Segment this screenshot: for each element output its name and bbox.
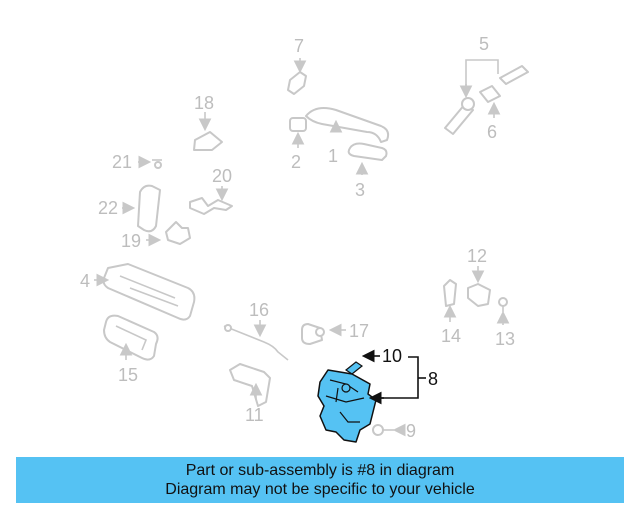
- part-5[interactable]: 5: [444, 34, 529, 135]
- part-15[interactable]: 15: [103, 314, 159, 385]
- part-7[interactable]: 7: [287, 36, 307, 95]
- callout-22: 22: [98, 198, 118, 218]
- callout-14: 14: [441, 326, 461, 346]
- callout-3: 3: [355, 180, 365, 200]
- callout-13: 13: [495, 329, 515, 349]
- callout-5: 5: [479, 34, 489, 54]
- part-20[interactable]: 20: [189, 166, 233, 215]
- part-14[interactable]: 14: [441, 279, 461, 346]
- callout-15: 15: [118, 365, 138, 385]
- part-11[interactable]: 11: [229, 363, 271, 425]
- part-6[interactable]: 6: [479, 85, 501, 142]
- callout-4: 4: [80, 271, 90, 291]
- callout-11: 11: [245, 405, 264, 425]
- part-4[interactable]: 4: [80, 263, 196, 321]
- part-10[interactable]: 10: [344, 346, 402, 375]
- part-8-door-lock-actuator[interactable]: 8: [317, 356, 438, 443]
- callout-16: 16: [249, 300, 269, 320]
- banner-line-1: Part or sub-assembly is #8 in diagram: [185, 462, 455, 479]
- part-16[interactable]: 16: [223, 300, 289, 361]
- part-1[interactable]: 1: [305, 107, 390, 166]
- callout-12: 12: [467, 246, 487, 266]
- callout-1: 1: [328, 146, 338, 166]
- callout-7: 7: [294, 36, 304, 56]
- callout-6: 6: [487, 122, 497, 142]
- notice-banner: Part or sub-assembly is #8 in diagram Di…: [16, 457, 624, 503]
- callout-18: 18: [194, 93, 214, 113]
- part-2[interactable]: 2: [289, 117, 307, 172]
- callout-9: 9: [406, 421, 416, 441]
- part-13[interactable]: 13: [495, 297, 515, 349]
- part-9[interactable]: 9: [372, 421, 416, 441]
- callout-19: 19: [121, 231, 141, 251]
- callout-21: 21: [112, 152, 132, 172]
- callout-20: 20: [212, 166, 232, 186]
- callout-17: 17: [349, 321, 369, 341]
- callout-8: 8: [428, 369, 438, 389]
- part-17[interactable]: 17: [301, 321, 369, 345]
- part-22[interactable]: 22: [98, 184, 161, 233]
- part-3[interactable]: 3: [347, 142, 388, 201]
- banner-line-2: Diagram may not be specific to your vehi…: [165, 481, 475, 498]
- part-19[interactable]: 19: [121, 221, 191, 251]
- part-21[interactable]: 21: [112, 152, 162, 172]
- part-12[interactable]: 12: [467, 246, 491, 307]
- callout-2: 2: [291, 152, 301, 172]
- part-18[interactable]: 18: [193, 93, 223, 151]
- callout-10: 10: [382, 346, 402, 366]
